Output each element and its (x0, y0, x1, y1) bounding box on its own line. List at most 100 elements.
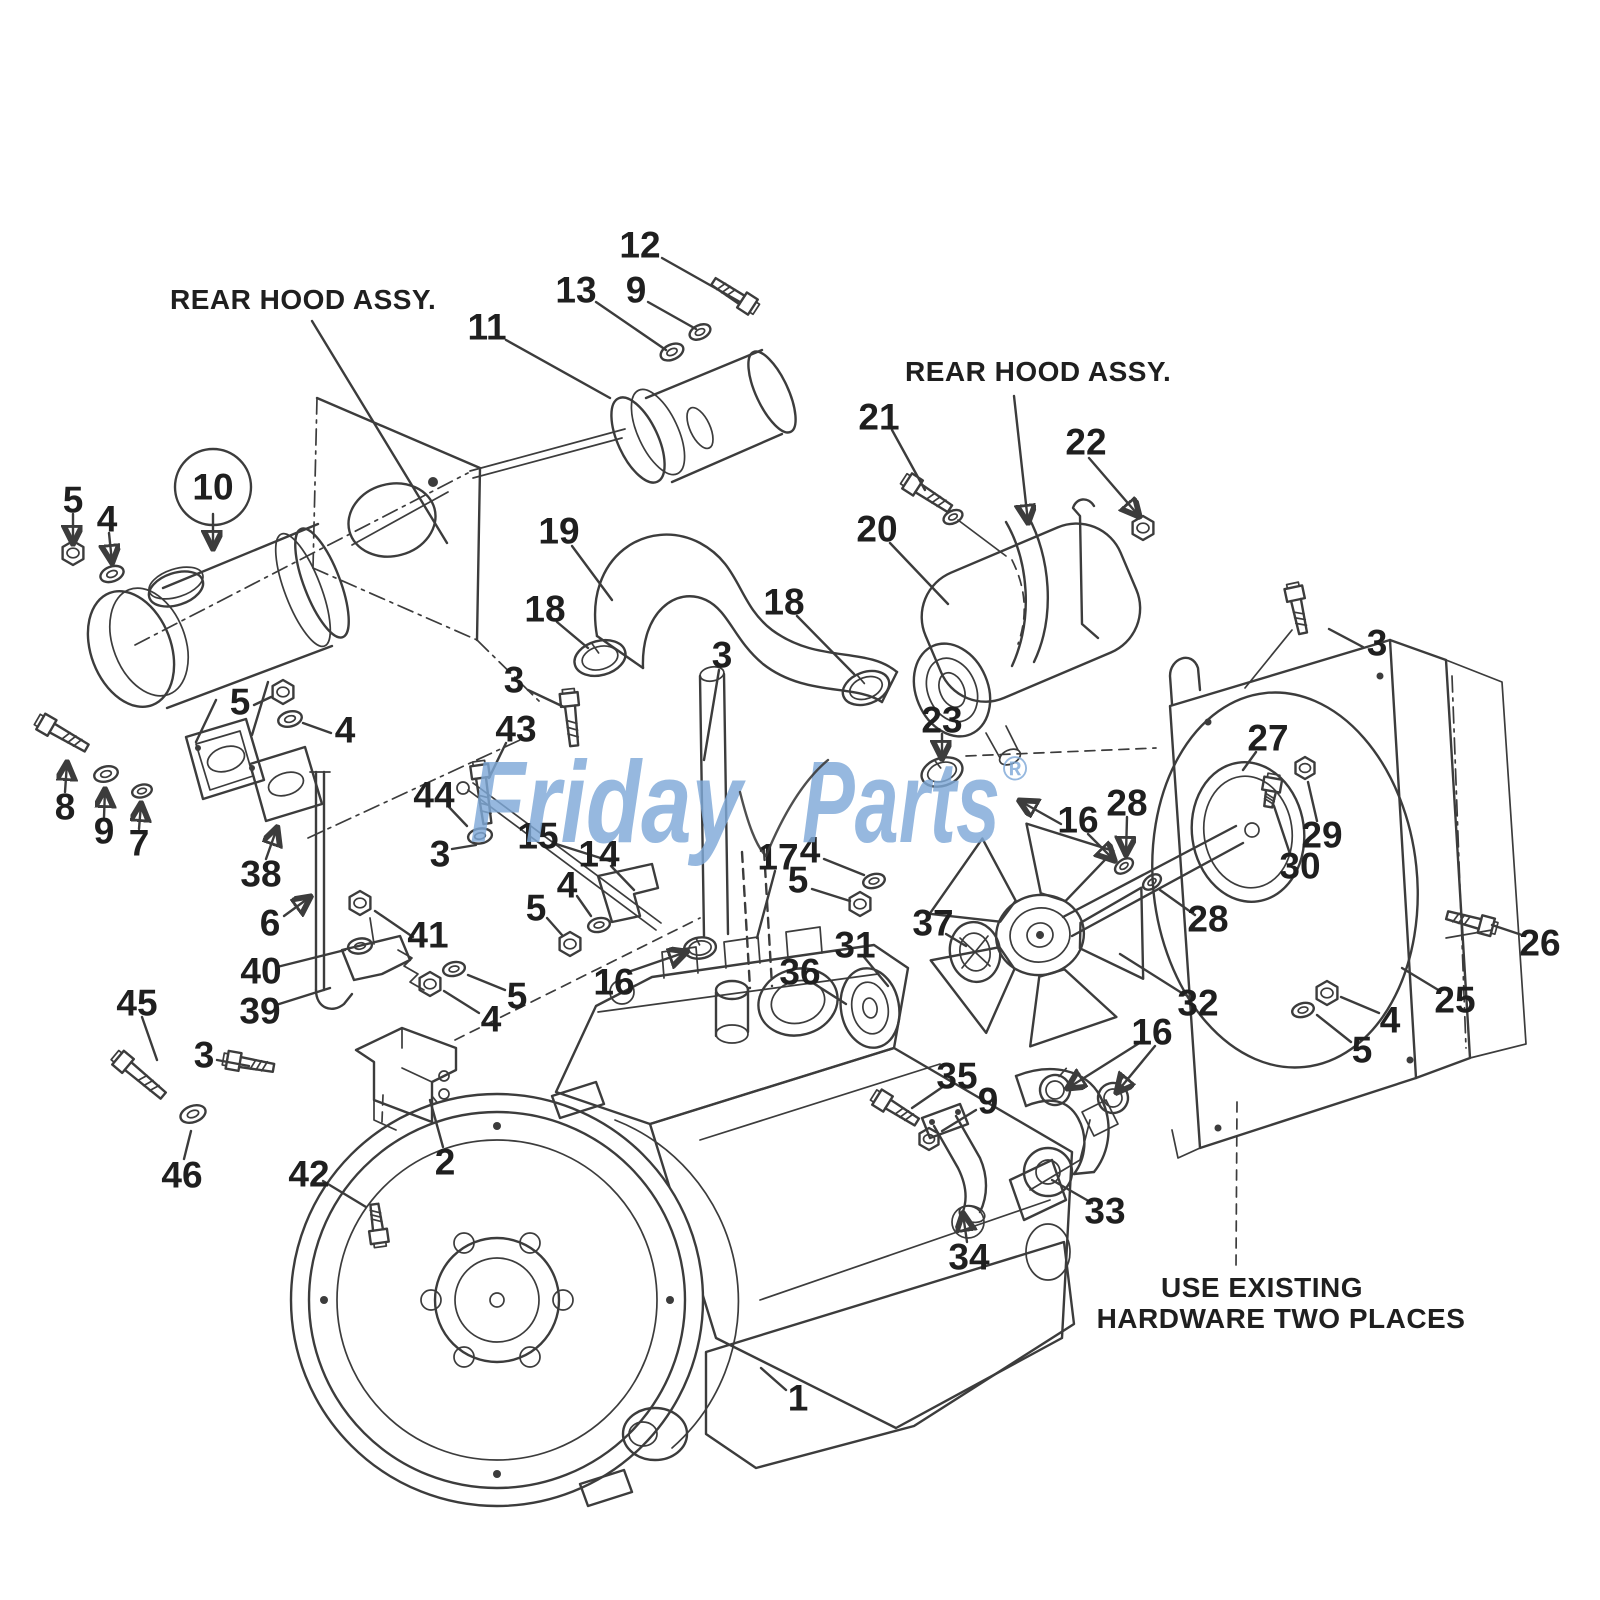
hardware-note-line2: HARDWARE TWO PLACES (1097, 1303, 1466, 1334)
part-label-5: 5 (1352, 1030, 1373, 1071)
leader-line (759, 1366, 788, 1392)
leader-line (215, 1058, 251, 1068)
part-label-11: 11 (467, 307, 506, 348)
leader-line (555, 620, 590, 650)
part-label-3: 3 (194, 1035, 215, 1076)
leader-line (282, 897, 310, 916)
leader-line (551, 841, 612, 863)
leader-line (609, 864, 636, 892)
leader-line (811, 981, 848, 1006)
washer-icon (1291, 1001, 1315, 1019)
leader-line (1158, 888, 1197, 917)
leader-line (1272, 804, 1292, 856)
part-label-46: 46 (161, 1155, 202, 1196)
flywheel-tab-top (550, 1080, 606, 1120)
leader-line (1126, 815, 1127, 854)
part-label-5: 5 (507, 976, 528, 1017)
part-label-12: 12 (619, 225, 660, 266)
leader-line (1490, 923, 1527, 938)
muffler-assembly (86, 522, 350, 823)
shroud-hook (1168, 656, 1202, 706)
leader-line (504, 338, 612, 400)
leader-line (862, 955, 890, 988)
oil-pan (704, 1240, 1076, 1470)
bracket-14 (596, 862, 660, 924)
leader-line (65, 763, 67, 794)
leader-line (1087, 456, 1139, 516)
watermark: Friday Parts ® (470, 737, 1028, 867)
bolt-icon (1283, 581, 1309, 636)
rear-hood-right: REAR HOOD ASSY. (905, 356, 1171, 387)
part-label-9: 9 (978, 1081, 999, 1122)
rear-hood-left: REAR HOOD ASSY. (170, 284, 436, 315)
part-label-13: 13 (555, 270, 596, 311)
leader-line (1117, 1044, 1157, 1092)
washer-icon (942, 508, 964, 526)
part-label-4: 4 (1380, 1000, 1401, 1041)
bolt-icon (469, 759, 493, 826)
leader-line (1339, 995, 1381, 1015)
muffler-flange (184, 717, 266, 801)
part-label-32: 32 (1177, 983, 1218, 1024)
dipstick-hook (456, 781, 470, 795)
leader-line (702, 668, 721, 762)
watermark-word-friday: Friday (470, 737, 746, 867)
washer-icon (93, 764, 119, 784)
leader-line (810, 887, 852, 903)
leader-line (266, 828, 277, 861)
part-label-44: 44 (413, 775, 455, 816)
bell-housing-edge (614, 1119, 740, 1449)
part-label-9: 9 (94, 811, 115, 852)
linkage-left (309, 770, 458, 1131)
bolt-icon (110, 1049, 168, 1100)
flywheel-tab-bottom (578, 1468, 634, 1508)
watermark-check-icon (738, 758, 830, 858)
highlight-layer (173, 447, 253, 527)
washer-icon (1141, 873, 1163, 891)
part-label-25: 25 (1434, 980, 1475, 1021)
part-label-19: 19 (538, 511, 579, 552)
nut-icon (1315, 979, 1339, 1007)
leader-line (466, 973, 507, 992)
part-label-40: 40 (240, 951, 281, 992)
washer-icon (688, 323, 712, 341)
bolt-icon (1260, 772, 1284, 809)
fan-32 (928, 822, 1145, 1048)
leader-line (1050, 1178, 1094, 1205)
leader-line (1315, 1013, 1353, 1044)
leader-line (888, 541, 950, 606)
part-label-39: 39 (239, 991, 280, 1032)
part-label-18: 18 (763, 582, 804, 623)
part-label-5: 5 (526, 888, 547, 929)
bolt-icon (710, 276, 761, 316)
engine-assembly (289, 926, 1119, 1508)
leader-line (1086, 832, 1114, 860)
center-details (456, 665, 774, 1044)
leader-line (139, 804, 141, 831)
water-pipe-34 (932, 1124, 967, 1216)
part-label-2: 2 (435, 1142, 456, 1183)
canister-bracket (1071, 498, 1100, 640)
washer-icon (346, 937, 374, 955)
part-label-41: 41 (407, 915, 448, 956)
part-label-27: 27 (1247, 718, 1288, 759)
part-label-9: 9 (626, 270, 647, 311)
part-label-26: 26 (1519, 923, 1560, 964)
part-label-42: 42 (288, 1154, 329, 1195)
leader-line (646, 300, 698, 331)
leader-line (594, 300, 668, 352)
leader-line (428, 1098, 445, 1149)
filler-neck (714, 979, 750, 1001)
leader-line (182, 1129, 193, 1161)
part-label-8: 8 (55, 787, 76, 828)
leader-line (545, 916, 564, 937)
part-label-7: 7 (129, 823, 150, 864)
leader-line (321, 1179, 368, 1209)
leader-line (626, 952, 686, 974)
part-label-4: 4 (481, 999, 502, 1040)
washer-icon (131, 783, 153, 799)
leader-line (910, 1084, 946, 1110)
washer-icon (1113, 857, 1135, 875)
